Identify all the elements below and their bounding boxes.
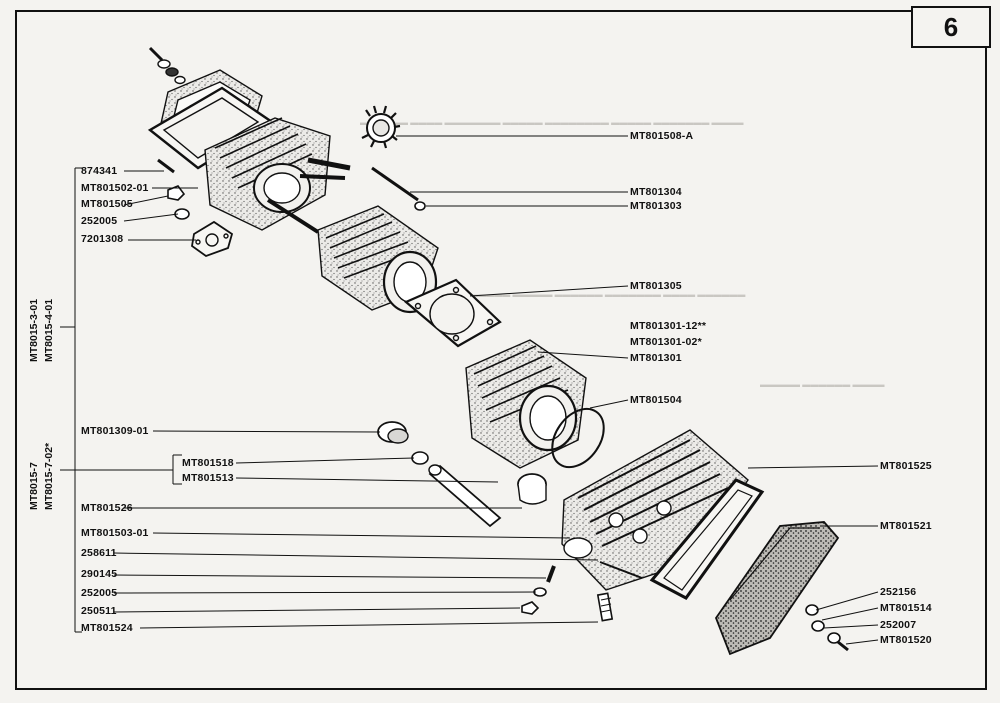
top-screw-washers [148,46,186,85]
bleed-through-text: ▬▬▬▬ ▬▬▬▬▬▬▬ ▬▬▬▬▬ ▬▬▬▬▬▬ ▬▬▬▬▬▬▬ ▬▬▬▬ ▬… [420,290,746,299]
bleed-through-text: ▬▬▬▬▬ ▬▬▬▬▬▬ ▬▬▬▬ [760,380,885,389]
ring [411,451,429,465]
callout-mt801513: MT801513 [182,472,234,484]
callout-mt801520: MT801520 [880,634,932,646]
callout-mt801524: MT801524 [81,622,133,634]
lower-nut [521,601,540,615]
nut [167,185,186,201]
callout-252005: 252005 [81,215,118,227]
callout-258611: 258611 [81,547,117,559]
callout-mt801301-02: MT801301-02* [630,336,702,348]
group-label-mt8015-7: MT8015-7 [28,462,40,510]
callout-mt801303: MT801303 [630,200,682,212]
o-ring [551,407,605,469]
page-border [15,10,987,690]
group-label-mt8015-7-02: MT8015-7-02* [43,442,55,510]
head-cover [714,521,840,656]
callout-252007: 252007 [880,619,917,631]
sleeve [517,473,547,505]
washer-252007 [811,620,825,632]
callout-874341: 874341 [81,165,118,177]
callout-290145: 290145 [81,568,118,580]
callout-mt801301-12: MT801301-12** [630,320,707,332]
cover-gasket [649,478,765,600]
callout-mt801505: MT801505 [81,198,133,210]
stud [599,561,643,579]
page-number-box: 6 [911,6,991,48]
callout-mt801504: MT801504 [630,394,682,406]
piston-pin [428,464,502,528]
long-stud [371,166,419,202]
short-stud [546,565,556,583]
flange-gasket [191,220,234,258]
bushing [377,421,409,444]
callout-mt801521: MT801521 [880,520,932,532]
bolt [596,592,614,622]
callout-250511: 250511 [81,605,117,617]
cover-screw [827,632,849,652]
callout-mt801526: MT801526 [81,502,133,514]
callout-mt801301: MT801301 [630,352,682,364]
leader-lines [60,135,879,645]
bleed-through-text: ▬▬▬▬▬▬ ▬▬▬▬ ▬▬▬▬▬▬▬ ▬▬▬▬▬ ▬▬▬▬▬▬▬▬ ▬▬▬▬▬… [360,118,744,127]
sprocket [361,105,401,149]
callout-mt801518: MT801518 [182,457,234,469]
small-washer [414,201,426,211]
callout-mt801525: MT801525 [880,460,932,472]
group-label-mt8015-3-01: MT8015-3-01 [28,298,40,362]
group-label-mt8015-4-01: MT8015-4-01 [43,298,55,362]
callout-252005-lower: 252005 [81,587,118,599]
cylinder-lower [465,339,587,469]
callout-mt801514: MT801514 [880,602,932,614]
callout-mt801305: MT801305 [630,280,682,292]
callout-mt801502-01: MT801502-01 [81,182,149,194]
callout-7201308: 7201308 [81,233,124,245]
callout-mt801304: MT801304 [630,186,682,198]
seal-washer [805,604,819,616]
callout-mt801309-01: MT801309-01 [81,425,149,437]
callout-mt801503-01: MT801503-01 [81,527,149,539]
pin [157,158,175,174]
upper-cylinder-head [204,117,351,234]
page-number: 6 [943,11,959,42]
callout-252156: 252156 [880,586,917,598]
callout-mt801508-a: MT801508-A [630,130,694,142]
base-gasket [403,278,502,348]
